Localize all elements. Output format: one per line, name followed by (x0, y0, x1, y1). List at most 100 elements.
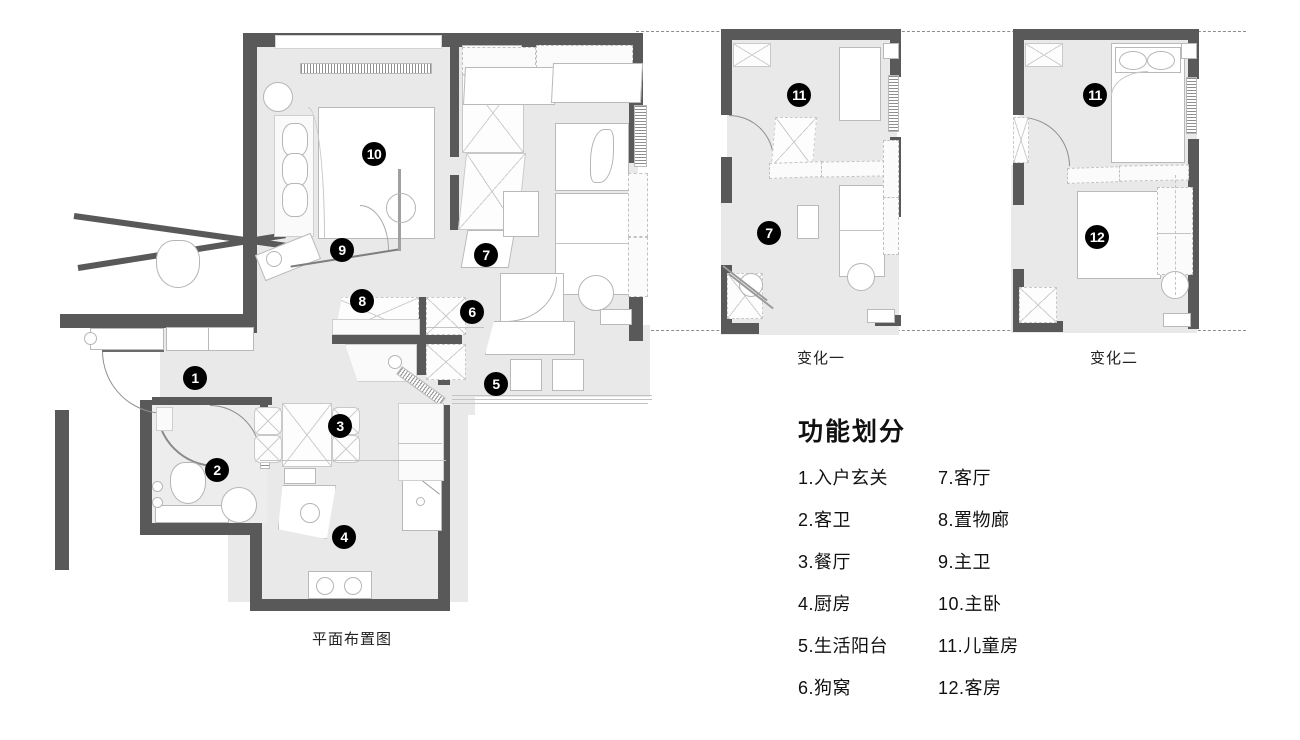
v1-wall-top (721, 29, 901, 40)
balcony-rail-1 (452, 395, 652, 396)
tv-console-right (550, 63, 644, 103)
main-plan-caption: 平面布置图 (312, 631, 393, 648)
window-frame-master (275, 35, 442, 49)
wall-bedroom-partition (450, 175, 459, 230)
doghouse-box-bottom (426, 344, 466, 380)
wall-bath-left (140, 400, 152, 535)
marker-room-2[interactable]: 2 (205, 458, 229, 482)
stove-burner-right (344, 577, 362, 595)
v2-radiator (1186, 77, 1197, 134)
marker-room-4[interactable]: 4 (332, 525, 356, 549)
kitchen-sink-drain (416, 497, 425, 506)
dining-table (282, 403, 332, 467)
dining-mat (284, 468, 316, 484)
legend-item-9: 9.主卫 (938, 548, 1078, 574)
radiator-living (634, 105, 647, 167)
legend-item-5-num: 5. (798, 636, 815, 656)
storage-knob (388, 355, 402, 369)
dining-chair-left (254, 407, 282, 435)
wall-balcony-right (629, 321, 643, 341)
storage-shelf-front (332, 319, 420, 335)
v1-marker-room-11[interactable]: 11 (787, 83, 811, 107)
pillow-2 (282, 153, 308, 187)
legend-item-12-label: 客房 (964, 678, 1002, 698)
balcony-rail-2 (452, 399, 652, 400)
v1-coffee-table (797, 205, 819, 239)
v1-sliding-door-1 (769, 161, 823, 179)
window-master-bedroom (300, 63, 432, 74)
v2-marker-room-12[interactable]: 12 (1085, 225, 1109, 249)
legend-item-12-num: 12. (938, 678, 965, 698)
legend-columns: 1.入户玄关 2.客卫 3.餐厅 4.厨房 5.生活阳台 6.狗窝 7.客厅 8… (798, 464, 1138, 700)
legend-item-3: 3.餐厅 (798, 548, 938, 574)
basin-guest (221, 487, 257, 523)
lamp-master-bedroom (263, 82, 293, 112)
v1-marker-room-7[interactable]: 7 (757, 221, 781, 245)
legend-item-7: 7.客厅 (938, 464, 1078, 490)
legend-item-2-num: 2. (798, 510, 815, 530)
kitchen-counter (398, 403, 444, 481)
v2-pillow-1 (1119, 51, 1147, 70)
v2-switch-plate (1181, 43, 1197, 59)
marker-room-5[interactable]: 5 (484, 372, 508, 396)
entry-door-swing (102, 351, 165, 414)
v2-wardrobe-top (1025, 43, 1063, 67)
tv-stand (386, 193, 416, 223)
sink-basin-master (266, 251, 282, 267)
legend-item-1: 1.入户玄关 (798, 464, 938, 490)
balcony-washer-2 (552, 359, 584, 391)
wall-bath-bottom (140, 523, 260, 535)
v1-sofa-seam (839, 230, 883, 231)
marker-room-9[interactable]: 9 (330, 238, 354, 262)
v2-guest-bed-seam (1157, 233, 1191, 234)
legend-item-6-num: 6. (798, 678, 815, 698)
v2-marker-room-11[interactable]: 11 (1083, 83, 1107, 107)
wall-bedroom-right (450, 47, 459, 157)
marker-room-1[interactable]: 1 (183, 366, 207, 390)
variant-two-plan: 11 12 (1005, 25, 1205, 345)
legend-item-4: 4.厨房 (798, 590, 938, 616)
legend-item-4-num: 4. (798, 594, 815, 614)
side-table-round (578, 275, 614, 311)
marker-room-10[interactable]: 10 (362, 142, 386, 166)
shoe-cabinet-entry (90, 328, 164, 350)
v1-radiator (888, 75, 899, 132)
legend-item-3-label: 餐厅 (814, 552, 852, 572)
wall-doghouse-cross-h (332, 333, 462, 344)
marker-room-8[interactable]: 8 (350, 289, 374, 313)
legend-item-10-num: 10. (938, 594, 965, 614)
sofa-seam (555, 243, 631, 244)
marker-room-6[interactable]: 6 (460, 300, 484, 324)
stove-burner-left (316, 577, 334, 595)
legend-item-5-label: 生活阳台 (814, 636, 889, 656)
toilet-guest (170, 462, 206, 504)
mirror-guest-bath (156, 407, 173, 431)
wall-entry-left (60, 314, 72, 328)
legend-item-10: 10.主卧 (938, 590, 1078, 616)
doghouse-rail (426, 327, 484, 328)
v2-wall-right-bottom (1188, 139, 1199, 329)
v2-axis-guide (1175, 175, 1176, 295)
v1-switch-plate (883, 43, 899, 59)
balcony-counter (485, 321, 575, 355)
balcony-rail-3 (452, 403, 648, 404)
legend-item-8-num: 8. (938, 510, 955, 530)
marker-room-3[interactable]: 3 (328, 414, 352, 438)
v2-pillow-2 (1147, 51, 1175, 70)
marker-room-7[interactable]: 7 (474, 243, 498, 267)
legend-item-7-num: 7. (938, 468, 955, 488)
entry-console-1 (166, 327, 210, 351)
wall-bath-top (152, 397, 272, 405)
kitchen-wall-edge (260, 460, 446, 461)
kitchen-counter-seam (398, 443, 442, 444)
vanity-guest (155, 505, 229, 523)
ac-unit-living (600, 309, 632, 325)
dining-chair-left-2 (254, 435, 282, 463)
legend-item-10-label: 主卧 (964, 594, 1002, 614)
v1-wardrobe-top (733, 43, 771, 67)
v2-sliding-door-1 (1067, 166, 1123, 184)
legend-item-11-num: 11. (938, 636, 964, 656)
curtain-right-1 (628, 173, 648, 237)
v2-corner-unit (1019, 287, 1057, 323)
legend-item-7-label: 客厅 (954, 468, 992, 488)
